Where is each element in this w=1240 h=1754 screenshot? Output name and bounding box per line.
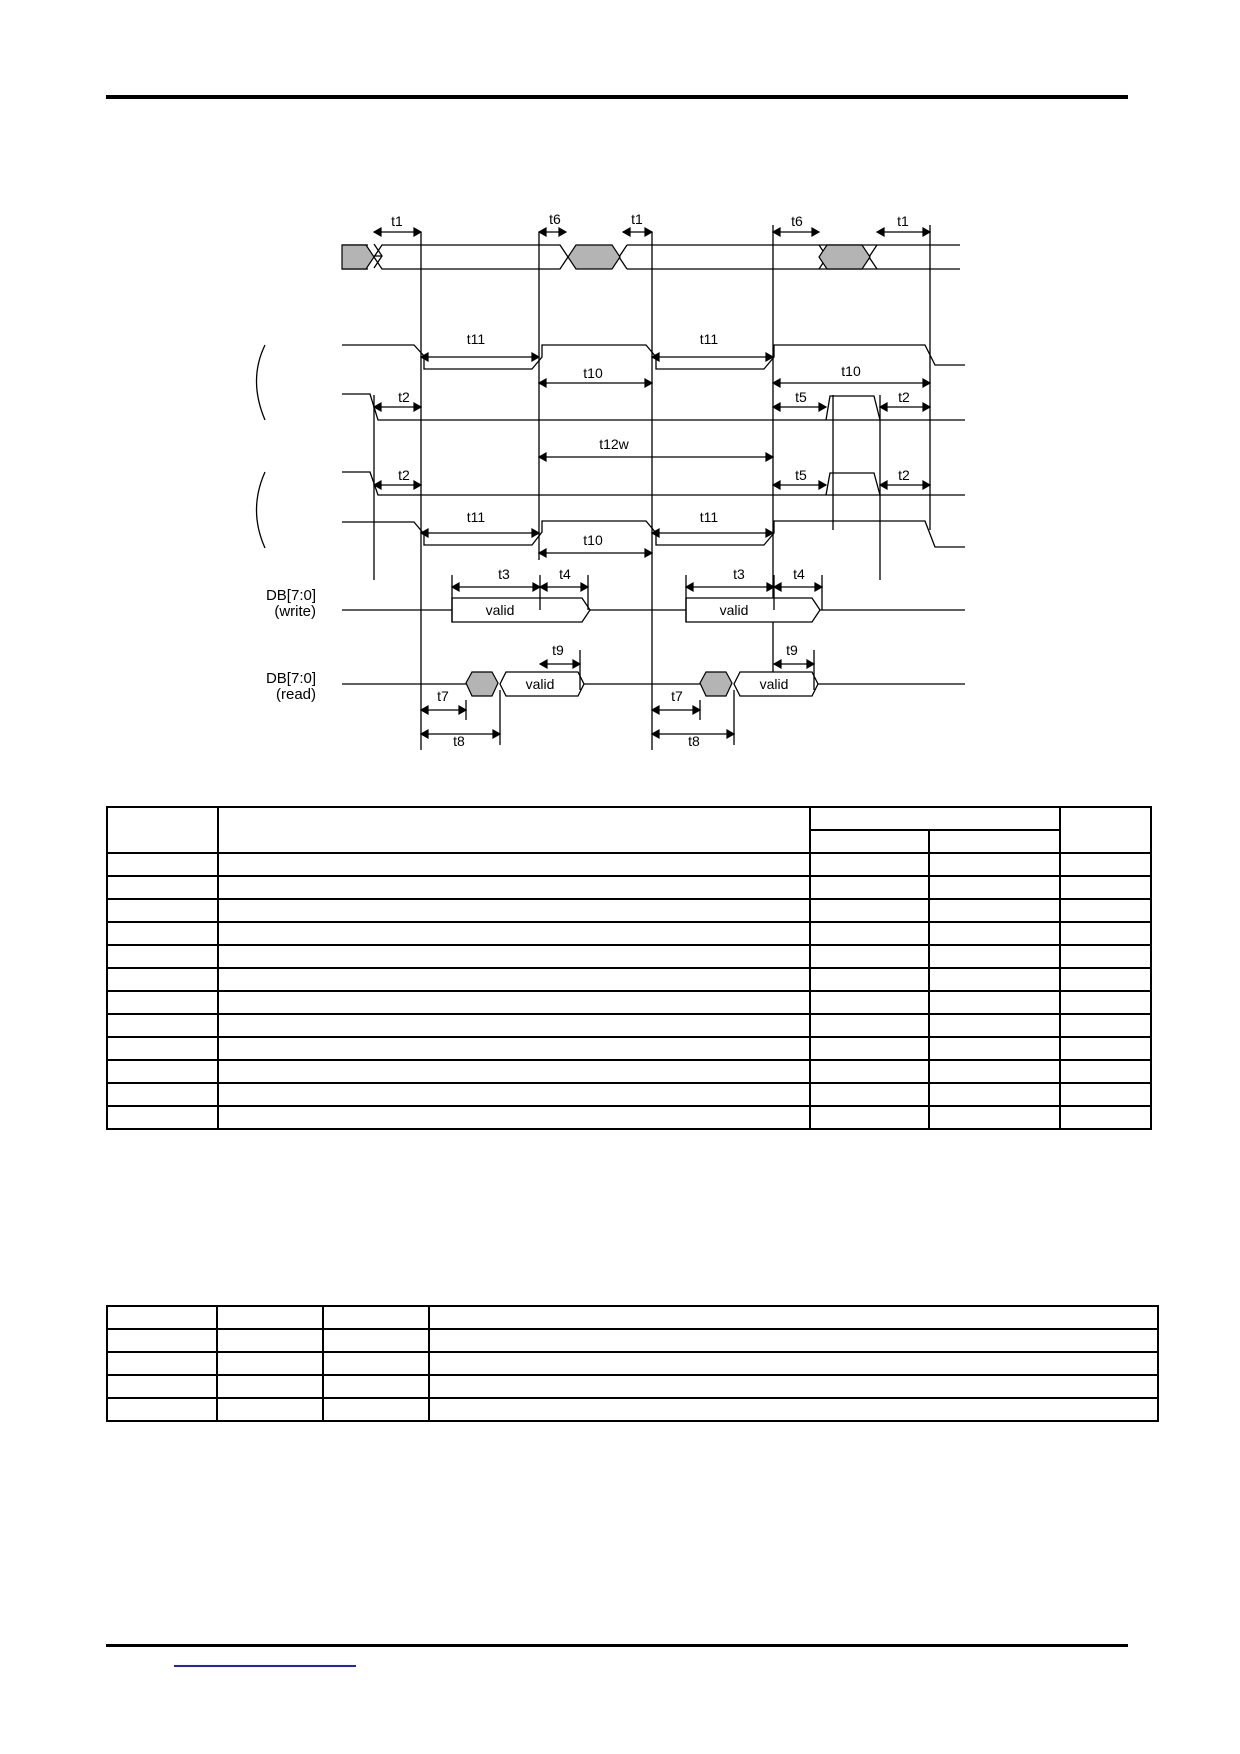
table-row (106, 1105, 1152, 1130)
header-rule (106, 95, 1128, 99)
timing-label: t1 (897, 213, 909, 229)
table-row (106, 1397, 1159, 1422)
table-cell (106, 806, 219, 854)
timing-table (106, 806, 1152, 1130)
table-row (106, 1374, 1159, 1399)
table-cell (809, 806, 1061, 831)
table-row (106, 967, 1152, 992)
db-read-sublabel: (read) (276, 686, 316, 703)
timing-label: t7 (437, 688, 449, 704)
timing-label: t11 (467, 331, 486, 347)
timing-label: t1 (631, 211, 643, 227)
table-row (106, 806, 1152, 854)
db-write-sublabel: (write) (274, 603, 316, 620)
table-row (106, 1351, 1159, 1376)
timing-label: t6 (791, 213, 803, 229)
timing-label: t3 (498, 566, 510, 582)
table-row (106, 875, 1152, 900)
table-row (106, 1059, 1152, 1084)
db-read-label: DB[7:0] (266, 670, 316, 687)
table-row (106, 921, 1152, 946)
table-cell (928, 829, 1061, 854)
timing-label: t10 (583, 532, 603, 548)
timing-diagram: t1 t6 t1 t6 t1 t11 t11 t10 t10 t2 t5 t2 … (255, 211, 965, 750)
timing-label: t3 (733, 566, 745, 582)
timing-label: t2 (398, 467, 410, 483)
timing-label: t9 (786, 642, 798, 658)
timing-label: t7 (671, 688, 683, 704)
db-write-label: DB[7:0] (266, 587, 316, 604)
timing-label: t11 (700, 331, 719, 347)
timing-label: t12w (599, 436, 629, 452)
table-row (106, 1082, 1152, 1107)
table-row (107, 829, 1151, 854)
timing-label: t10 (583, 365, 603, 381)
mode-table (106, 1305, 1159, 1422)
table-cell (809, 829, 930, 854)
timing-label: t2 (398, 389, 410, 405)
valid-label: valid (486, 602, 515, 618)
valid-label: valid (526, 676, 555, 692)
timing-label: t9 (552, 642, 564, 658)
table-row (106, 1305, 1159, 1330)
timing-label: t1 (391, 213, 403, 229)
table-cell (1059, 806, 1152, 854)
timing-label: t5 (795, 467, 807, 483)
timing-label: t5 (795, 389, 807, 405)
footer-link-underline[interactable] (174, 1665, 356, 1667)
timing-label: t8 (688, 733, 700, 749)
table-row (106, 1036, 1152, 1061)
table-cell (217, 806, 811, 854)
timing-label: t4 (793, 566, 805, 582)
table-row (106, 944, 1152, 969)
table-row (106, 852, 1152, 877)
footer-rule (106, 1644, 1128, 1647)
table-row (106, 1013, 1152, 1038)
timing-label: t8 (453, 733, 465, 749)
valid-label: valid (720, 602, 749, 618)
table-row (106, 990, 1152, 1015)
timing-label: t11 (700, 509, 719, 525)
timing-label: t6 (549, 211, 561, 227)
timing-label: t4 (559, 566, 571, 582)
table-row (106, 1328, 1159, 1353)
timing-label: t10 (841, 363, 861, 379)
timing-label: t2 (898, 467, 910, 483)
valid-label: valid (760, 676, 789, 692)
timing-label: t2 (898, 389, 910, 405)
timing-label: t11 (467, 509, 486, 525)
table-row (106, 898, 1152, 923)
